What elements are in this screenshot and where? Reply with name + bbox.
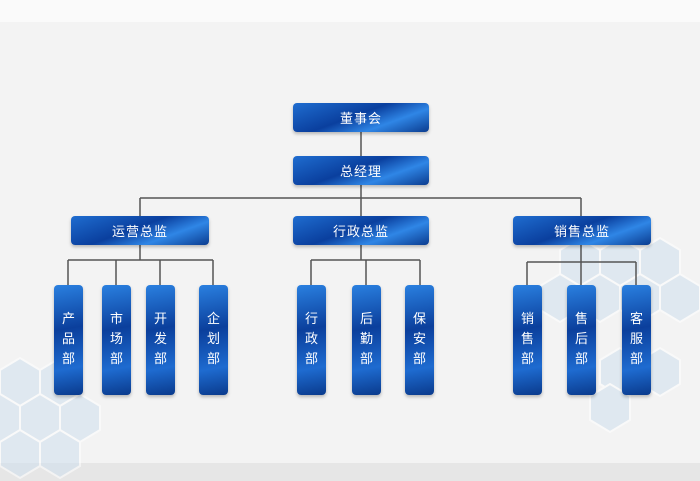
node-general-manager: 总经理 [293, 156, 429, 185]
node-department: 市场部 [102, 285, 131, 395]
node-department: 企划部 [199, 285, 228, 395]
department-label: 企划部 [206, 312, 220, 367]
node-department: 售后部 [567, 285, 596, 395]
department-label: 保安部 [412, 312, 426, 367]
node-board-label: 董事会 [339, 112, 382, 127]
node-department: 后勤部 [352, 285, 381, 395]
director-label: 运营总监 [111, 225, 168, 240]
department-label: 行政部 [304, 312, 318, 367]
node-department: 销售部 [513, 285, 542, 395]
bottom-strip [0, 463, 700, 481]
node-department: 行政部 [297, 285, 326, 395]
department-label: 开发部 [153, 312, 167, 367]
director-label: 销售总监 [553, 225, 610, 240]
node-general-manager-label: 总经理 [339, 165, 382, 180]
node-board: 董事会 [293, 103, 429, 132]
department-label: 销售部 [520, 312, 534, 367]
node-director-sales: 销售总监 [513, 216, 651, 245]
director-label: 行政总监 [332, 225, 389, 240]
node-director-administration: 行政总监 [293, 216, 429, 245]
node-director-operations: 运营总监 [71, 216, 209, 245]
department-label: 后勤部 [359, 312, 373, 367]
node-department: 保安部 [405, 285, 434, 395]
department-label: 客服部 [629, 312, 643, 367]
node-department: 产品部 [54, 285, 83, 395]
department-label: 产品部 [61, 312, 75, 367]
department-label: 市场部 [109, 312, 123, 367]
department-label: 售后部 [574, 312, 588, 367]
node-department: 开发部 [146, 285, 175, 395]
node-department: 客服部 [622, 285, 651, 395]
top-strip [0, 0, 700, 22]
